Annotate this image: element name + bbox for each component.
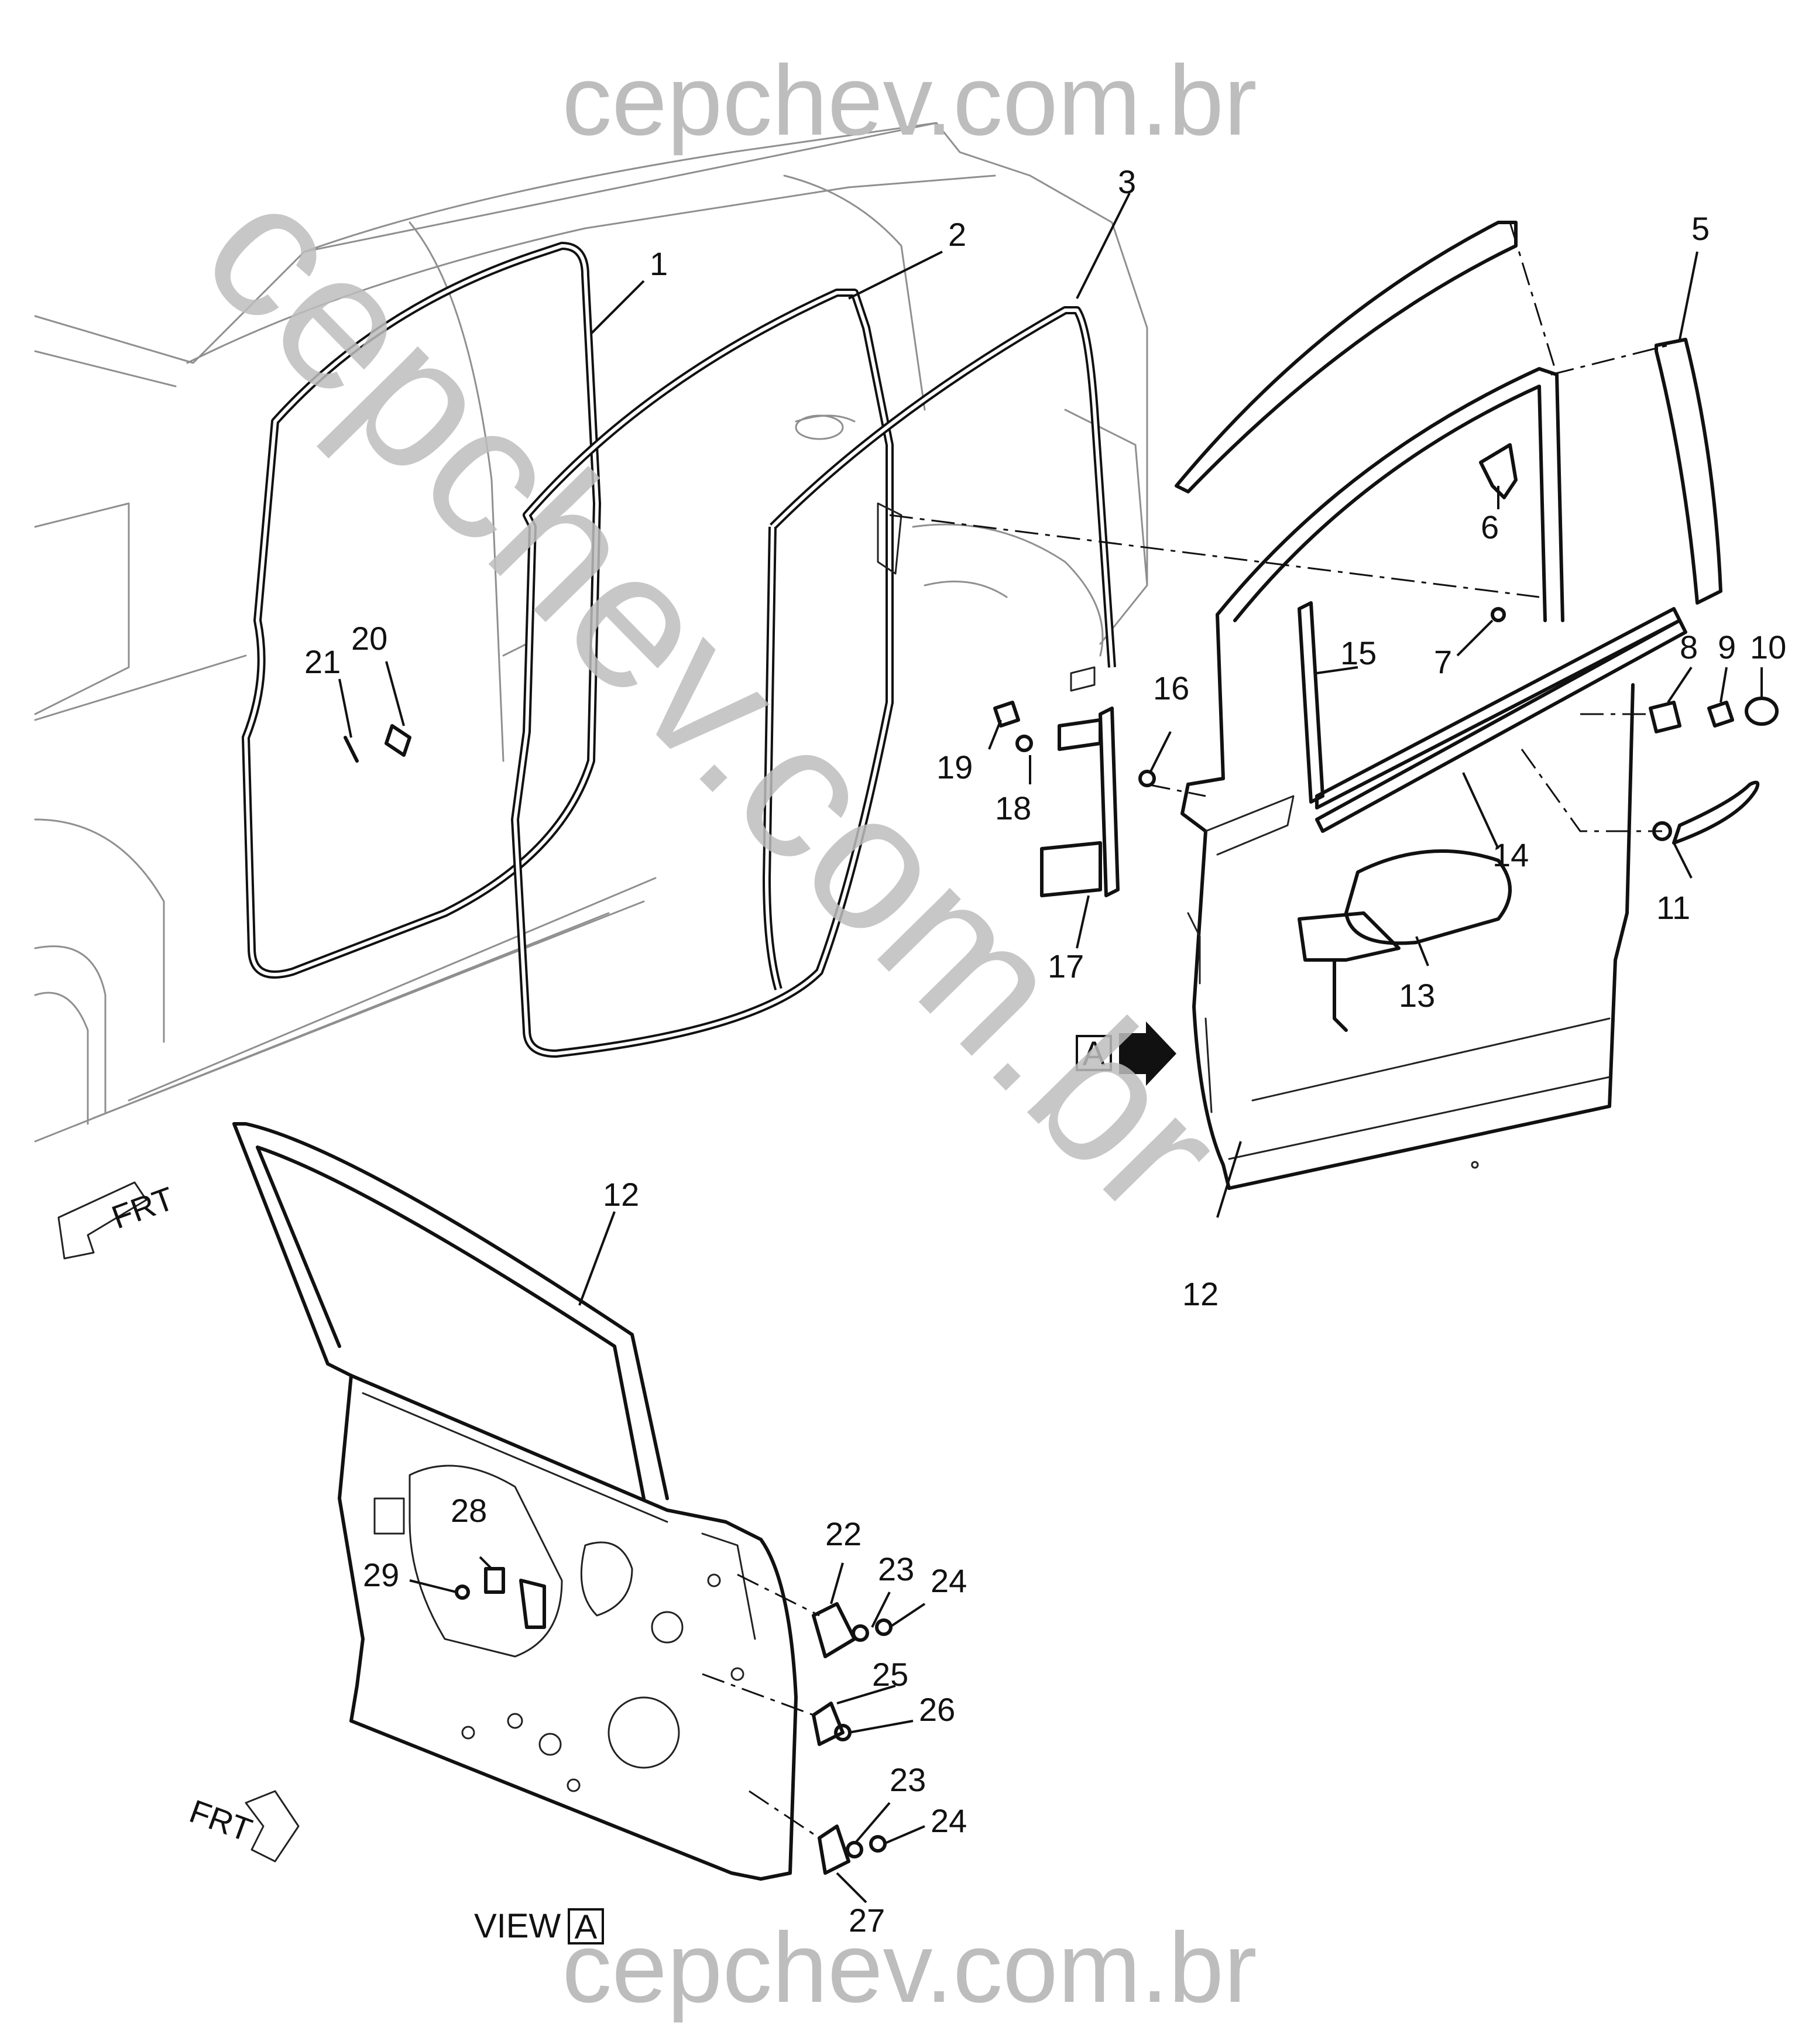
callout-18: 18 <box>995 790 1031 826</box>
part-8-9-10-lock-cylinder <box>1649 697 1779 733</box>
part-2-door-seal <box>511 289 894 1058</box>
callout-3: 3 <box>1118 163 1136 200</box>
part-5-b-pillar-applique <box>1655 338 1722 605</box>
view-caption-letter: A <box>575 1908 598 1946</box>
front-indicator-upper: FRT <box>57 1179 179 1260</box>
part-12-door-assembly-outer <box>1175 221 1687 1190</box>
part-15-window-channel <box>1298 601 1324 804</box>
callout-12-upper: 12 <box>1182 1275 1219 1312</box>
callout-numbers: 1 2 3 5 6 7 8 9 10 11 12 12 13 14 15 16 … <box>304 163 1786 1939</box>
front-indicator-lower: FRT <box>185 1790 300 1863</box>
view-caption-box <box>568 1908 604 1944</box>
callout-6: 6 <box>1481 509 1499 546</box>
callout-19: 19 <box>936 749 973 786</box>
callout-23-bottom: 23 <box>890 1761 926 1798</box>
front-direction-icon <box>57 1181 147 1260</box>
callout-27: 27 <box>849 1902 885 1939</box>
vehicle-body-outline <box>34 122 1148 1143</box>
callout-10: 10 <box>1750 629 1786 666</box>
watermark-diagonal: cepchev.com.br <box>163 140 1264 1255</box>
frt-label-upper: FRT <box>107 1179 179 1236</box>
callout-21: 21 <box>304 643 341 680</box>
callout-5: 5 <box>1691 210 1710 247</box>
watermark-top: cepchev.com.br <box>562 45 1257 156</box>
view-caption-prefix: VIEW <box>474 1907 561 1945</box>
callout-7: 7 <box>1434 643 1452 680</box>
leader-lines <box>338 193 1763 1904</box>
callout-25: 25 <box>872 1656 908 1693</box>
callout-12-lower: 12 <box>603 1176 639 1213</box>
callout-1: 1 <box>650 245 668 282</box>
front-direction-icon <box>245 1790 300 1863</box>
callout-22: 22 <box>825 1515 862 1552</box>
callout-8: 8 <box>1680 629 1698 666</box>
callout-23-top: 23 <box>878 1551 914 1587</box>
door-inner-panel-view-a <box>232 1122 798 1881</box>
view-a-caption: VIEW A <box>474 1907 604 1946</box>
callout-20: 20 <box>351 620 387 657</box>
watermark-bottom: cepchev.com.br <box>562 1912 1257 2024</box>
watermarks: cepchev.com.br cepchev.com.br cepchev.co… <box>163 45 1264 2024</box>
part-17-front-window-channel <box>1040 707 1120 897</box>
callout-11: 11 <box>1656 889 1690 926</box>
callout-15: 15 <box>1340 635 1377 671</box>
callout-2: 2 <box>948 216 966 253</box>
fasteners-upper <box>344 607 1506 787</box>
callout-17: 17 <box>1048 948 1084 985</box>
callout-28: 28 <box>451 1492 487 1529</box>
part-11-outside-handle <box>1652 780 1760 845</box>
view-direction-arrow-icon <box>1119 1021 1176 1086</box>
callout-24-bottom: 24 <box>931 1802 967 1839</box>
view-a-letter: A <box>1083 1035 1106 1073</box>
callout-14: 14 <box>1492 836 1529 873</box>
part-28-door-check <box>455 1567 546 1629</box>
callout-24-top: 24 <box>931 1562 967 1599</box>
part-3-outer-door-weatherstrip <box>763 306 1116 990</box>
callout-16: 16 <box>1153 670 1189 707</box>
part-1-body-opening-weatherstrip <box>242 242 601 979</box>
callout-29: 29 <box>363 1556 399 1593</box>
part-13-outside-mirror <box>1298 849 1512 1032</box>
callout-9: 9 <box>1718 629 1736 666</box>
view-a-box <box>1076 1035 1112 1071</box>
view-a-marker: A <box>1076 1021 1176 1086</box>
callout-13: 13 <box>1399 977 1435 1014</box>
alignment-lines <box>889 222 1669 832</box>
frt-label-lower: FRT <box>185 1792 257 1848</box>
part-6-bracket <box>1479 443 1518 499</box>
callout-26: 26 <box>919 1691 955 1728</box>
